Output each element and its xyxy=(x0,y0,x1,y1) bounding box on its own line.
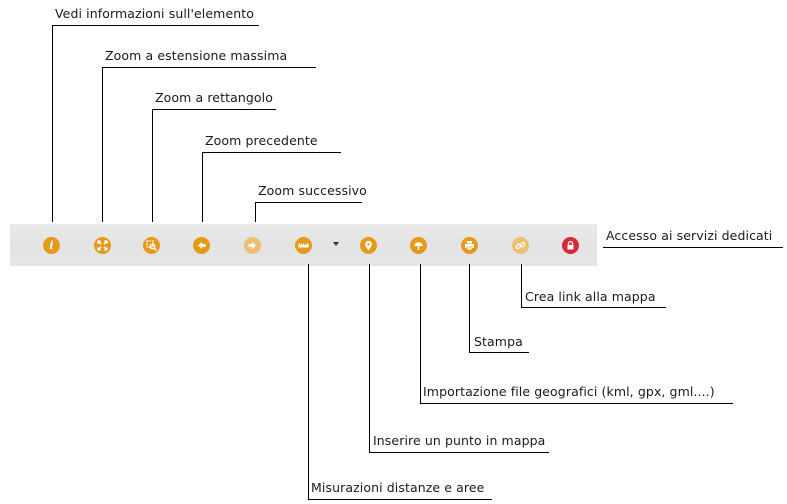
login-button[interactable] xyxy=(562,237,579,254)
upload-icon xyxy=(414,242,423,250)
link-label: Crea link alla mappa xyxy=(525,289,656,304)
add-point-button[interactable] xyxy=(360,237,377,254)
import-button[interactable] xyxy=(410,237,427,254)
zoom-prev-label: Zoom precedente xyxy=(205,133,318,148)
zoom-max-label: Zoom a estensione massima xyxy=(105,48,288,63)
arrow-left-icon xyxy=(198,242,206,249)
zoom-extent-icon xyxy=(97,240,108,251)
arrow-right-icon xyxy=(248,242,256,249)
map-pin-icon xyxy=(365,240,372,251)
zoom-extent-button[interactable] xyxy=(94,237,111,254)
printer-icon xyxy=(465,241,474,251)
zoom-next-label: Zoom successivo xyxy=(258,183,367,198)
zoom-previous-button[interactable] xyxy=(193,237,210,254)
caret-down-icon[interactable] xyxy=(333,242,339,246)
create-link-button[interactable] xyxy=(512,237,529,254)
info-icon: i xyxy=(49,239,54,252)
info-label: Vedi informazioni sull'elemento xyxy=(55,6,255,21)
measure-label: Misurazioni distanze e aree xyxy=(311,480,485,495)
measure-icon xyxy=(298,243,309,248)
import-label: Importazione file geografici (kml, gpx, … xyxy=(423,384,715,399)
point-label: Inserire un punto in mappa xyxy=(373,433,546,448)
print-label: Stampa xyxy=(474,334,523,349)
zoom-rectangle-icon xyxy=(146,240,157,251)
zoom-rectangle-button[interactable] xyxy=(143,237,160,254)
link-icon xyxy=(515,241,526,250)
zoom-rect-label: Zoom a rettangolo xyxy=(155,90,273,105)
zoom-next-button[interactable] xyxy=(244,237,261,254)
lock-icon xyxy=(567,240,574,250)
print-button[interactable] xyxy=(461,237,478,254)
info-button[interactable]: i xyxy=(43,237,60,254)
login-label: Accesso ai servizi dedicati xyxy=(606,228,773,243)
measure-button[interactable] xyxy=(295,237,312,254)
